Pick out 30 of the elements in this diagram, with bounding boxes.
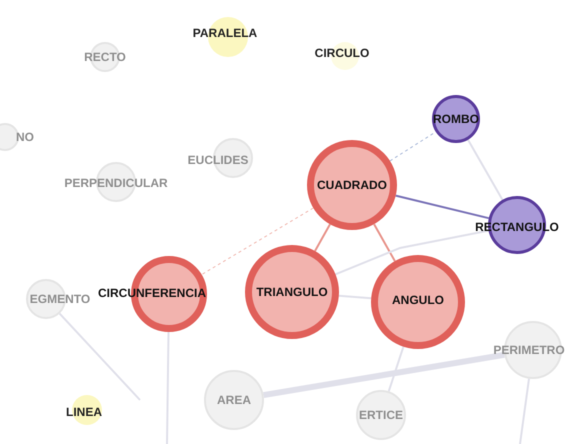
node-label: CIRCULO xyxy=(314,46,370,60)
connector-line xyxy=(201,208,314,276)
connector-line xyxy=(373,224,396,262)
connector-line xyxy=(314,224,331,252)
node-label: NO xyxy=(16,130,34,144)
connector-line xyxy=(263,352,505,398)
node-label: TRIANGULO xyxy=(256,285,328,299)
node-label: ERTICE xyxy=(359,408,403,422)
node-label: RECTANGULO xyxy=(475,220,559,234)
node-label: PERIMETRO xyxy=(493,343,565,357)
node-label: CIRCUNFERENCIA xyxy=(98,286,206,300)
connector-line xyxy=(58,312,141,401)
node-label: CUADRADO xyxy=(317,178,387,192)
connector-line xyxy=(519,378,530,444)
node-label: ROMBO xyxy=(433,112,479,126)
node-label: LINEA xyxy=(66,405,102,419)
faded-node-circle xyxy=(356,390,406,440)
node-label: PERPENDICULAR xyxy=(64,176,168,190)
node-label: EGMENTO xyxy=(30,292,90,306)
connector-line xyxy=(395,194,490,220)
connector-line xyxy=(338,294,372,300)
node-label: RECTO xyxy=(84,50,126,64)
node-label: PARALELA xyxy=(192,26,258,40)
node-label: AREA xyxy=(217,393,251,407)
connector-line xyxy=(467,139,504,200)
connector-line xyxy=(388,346,404,392)
connector-line xyxy=(335,230,489,276)
node-label: EUCLIDES xyxy=(188,153,248,167)
node-circle xyxy=(432,95,480,143)
node-label: ANGULO xyxy=(392,293,444,307)
